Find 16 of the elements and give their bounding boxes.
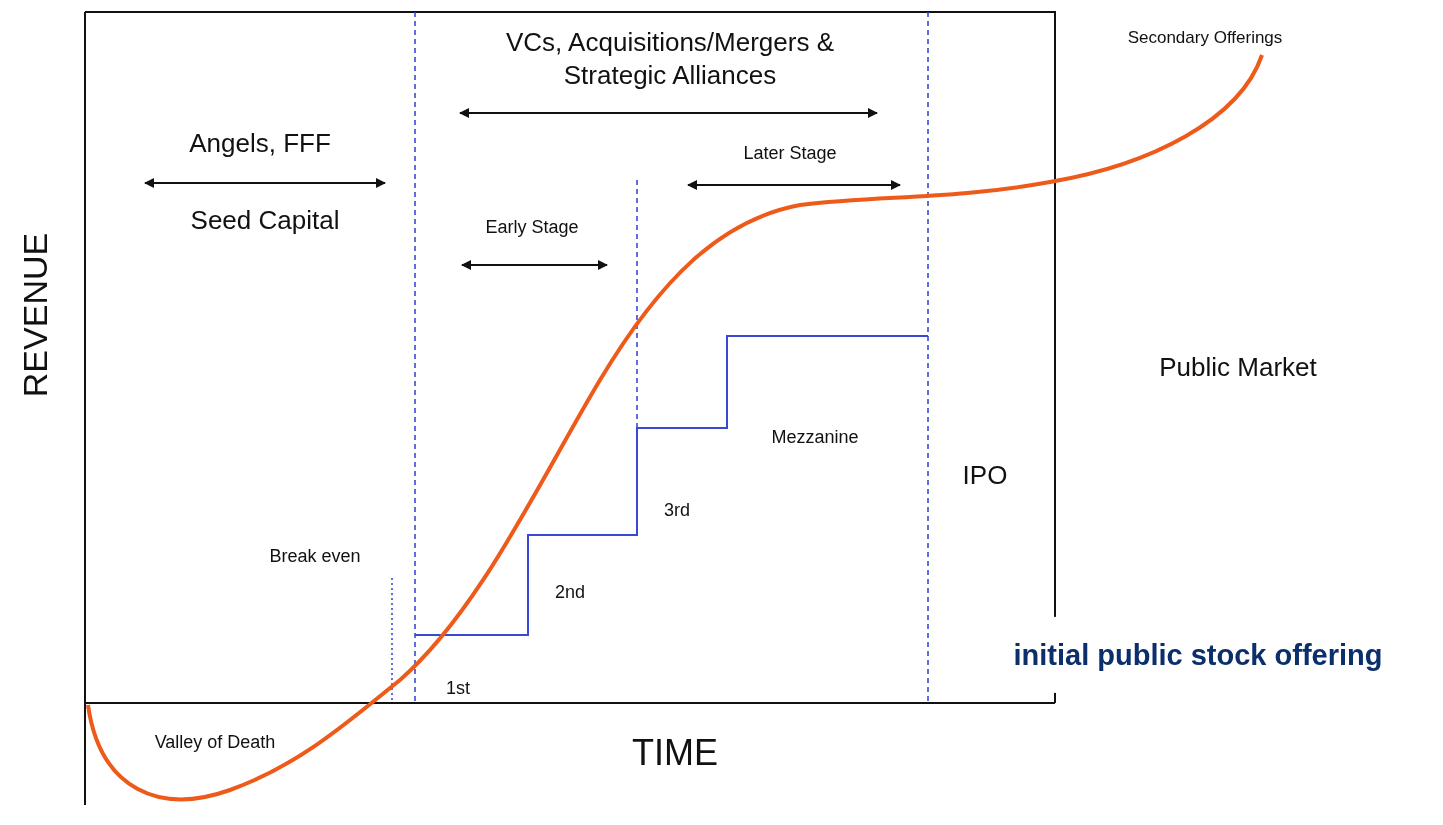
axis-title: REVENUE — [14, 232, 55, 398]
label-text: Angels, FFF — [189, 126, 331, 160]
label-text: Public Market — [1159, 350, 1317, 384]
label-text: Mezzanine — [771, 425, 859, 449]
label-text: Later Stage — [743, 141, 837, 165]
label-text: 2nd — [555, 580, 585, 604]
label-text: Break even — [269, 544, 361, 568]
label-text: Secondary Offerings — [1127, 27, 1283, 49]
label-text: Valley of Death — [154, 730, 276, 754]
label-text: VCs, Acquisitions/Mergers & Strategic Alliances — [505, 25, 835, 91]
label-text: Early Stage — [485, 215, 579, 239]
label-text: 1st — [446, 676, 470, 700]
label-text: Seed Capital — [190, 203, 340, 237]
label-text: IPO — [962, 458, 1008, 492]
axis-title: TIME — [632, 730, 718, 775]
label-text: 3rd — [664, 498, 690, 522]
